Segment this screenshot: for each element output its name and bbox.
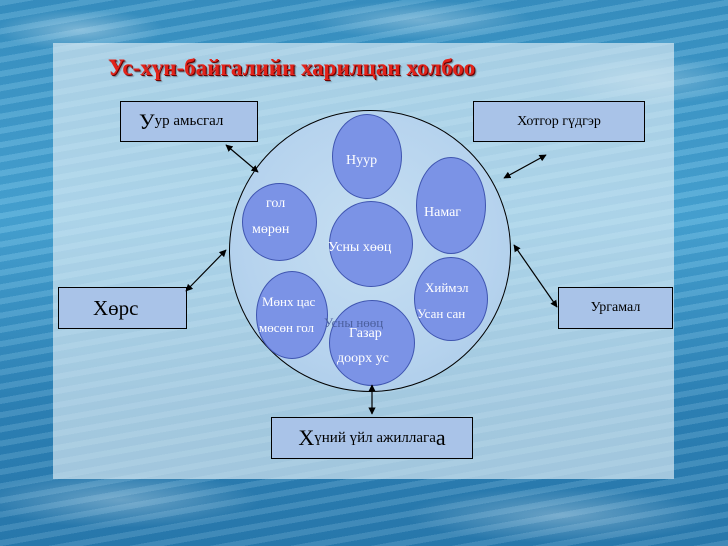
label-glacier-1: Мөнх цас	[262, 294, 316, 309]
arrow-relief	[503, 154, 547, 179]
label-ground-2: доорх ус	[337, 351, 389, 366]
label-river-1: гол	[266, 196, 286, 211]
label-glacier-2: мөсөн гол	[259, 320, 315, 335]
bubble-marsh	[416, 157, 486, 254]
box-soil: Хөрс	[58, 287, 187, 329]
box-breathing-label: ур амьсгал	[154, 113, 224, 129]
bubble-reservoir	[414, 257, 488, 341]
bubble-center	[329, 201, 413, 287]
label-center: Усны хөөц	[328, 240, 392, 255]
box-human-final: а	[435, 425, 446, 450]
box-relief-label: Хотгор гүдгэр	[517, 113, 601, 129]
bubble-river	[242, 183, 317, 261]
bubble-lake	[332, 114, 402, 199]
label-overlap: Усны нөөц	[324, 315, 384, 330]
bubble-glacier	[256, 271, 328, 359]
slide-title: Ус-хүн-байгалийн харилцан холбоо	[108, 55, 476, 80]
box-human-initial: Х	[298, 425, 315, 450]
box-plants-label: Ургамал	[590, 300, 641, 315]
box-breathing-initial: У	[139, 108, 155, 134]
arrow-plants	[513, 244, 558, 308]
box-soil-label: Хөрс	[93, 295, 139, 320]
label-ground-1: Газар	[349, 326, 382, 341]
box-relief: Хотгор гүдгэр	[473, 101, 645, 142]
bubble-groundwater	[329, 300, 415, 386]
label-river-2: мөрөн	[252, 222, 290, 237]
label-marsh: Намаг	[424, 205, 462, 220]
box-human-label: үний үйл ажиллага	[314, 429, 436, 446]
label-reservoir-1: Хиймэл	[425, 280, 469, 295]
arrow-soil	[185, 249, 227, 292]
label-lake: Нуур	[346, 153, 378, 168]
arrow-breathing	[225, 144, 259, 173]
box-plants: Ургамал	[558, 287, 673, 329]
label-reservoir-2: Усан сан	[417, 306, 466, 321]
